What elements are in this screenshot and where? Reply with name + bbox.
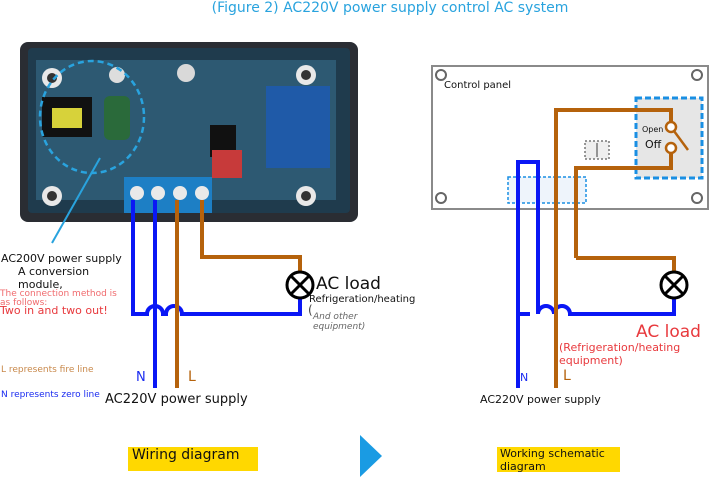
right-supply-label: AC220V power supply xyxy=(480,393,601,406)
module-label: AC200V power supply xyxy=(1,252,122,265)
right-load-label: AC load xyxy=(636,322,701,342)
relay-switch-icon xyxy=(664,120,690,155)
left-load-desc: Refrigeration/heating xyxy=(309,294,416,305)
arrow-right-icon xyxy=(360,435,382,477)
left-neutral-wires xyxy=(131,200,302,388)
right-load-desc: (Refrigeration/heating xyxy=(559,341,681,354)
left-load-label: AC load xyxy=(316,274,381,294)
connection-note-3: Two in and two out! xyxy=(0,304,108,317)
left-load-desc-4: equipment) xyxy=(313,322,366,332)
left-load-desc-3: And other xyxy=(313,312,358,322)
connection-note: The connection method is xyxy=(0,289,117,299)
relay-off-label: Off xyxy=(645,138,662,151)
left-wire-l-label: L xyxy=(188,369,196,385)
legend-neutral-line: N represents zero line xyxy=(1,390,100,400)
module-label-2: A conversion xyxy=(18,265,90,278)
right-load-desc-2: equipment) xyxy=(559,354,623,367)
figure-title: (Figure 2) AC220V power supply control A… xyxy=(211,0,569,16)
module-label-3: module, xyxy=(18,278,63,291)
control-panel-box xyxy=(431,65,709,210)
controller-board-photo xyxy=(20,42,358,244)
legend-live-line: L represents fire line xyxy=(1,365,94,375)
connection-note-2: as follows: xyxy=(0,298,48,308)
left-wire-n-label: N xyxy=(136,370,146,385)
relay-open-label: Open xyxy=(642,125,664,134)
right-live-wires xyxy=(554,108,676,388)
right-wire-n-label: N xyxy=(520,371,529,384)
left-live-wires xyxy=(175,200,302,388)
working-schematic-caption: Working schematic diagram xyxy=(497,447,620,473)
control-panel-label: Control panel xyxy=(444,80,512,91)
left-supply-label: AC220V power supply xyxy=(105,392,248,407)
left-ac-load-lamp-icon xyxy=(285,270,315,300)
working-schematic-caption-line2: diagram xyxy=(500,460,546,473)
wiring-diagram-caption: Wiring diagram xyxy=(128,447,258,471)
right-ac-load-lamp-icon xyxy=(659,270,689,300)
working-schematic-caption-line1: Working schematic xyxy=(500,447,605,460)
left-load-paren: ( xyxy=(308,303,313,317)
right-wire-l-label: L xyxy=(563,368,571,384)
